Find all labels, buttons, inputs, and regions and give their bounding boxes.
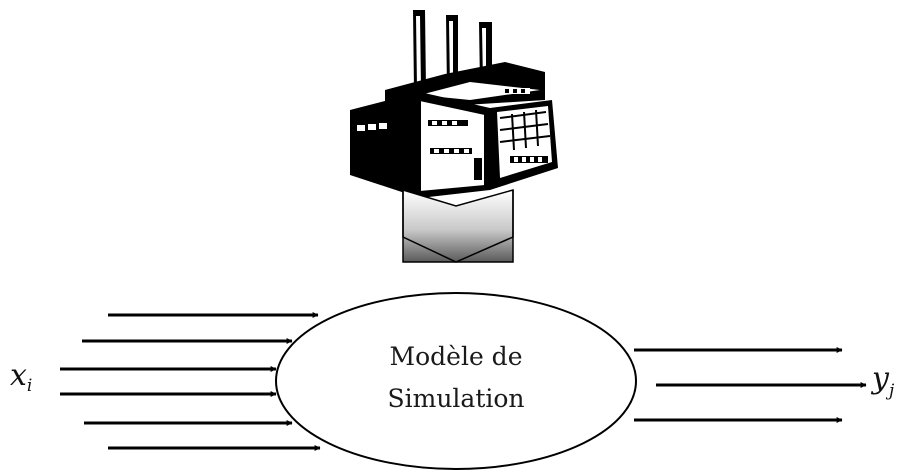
output-variable-base: y <box>870 361 890 396</box>
model-label-line1: Modèle de <box>390 342 523 371</box>
model-label-line2: Simulation <box>387 384 524 413</box>
down-chevron-arrow-icon <box>402 188 514 263</box>
simulation-model-ellipse <box>275 292 637 470</box>
input-variable-label: xi <box>10 358 32 396</box>
input-arrows <box>60 312 321 451</box>
output-variable-label: yj <box>870 361 895 401</box>
factory-icon <box>350 10 558 198</box>
output-arrows <box>634 347 867 423</box>
input-variable-subscript: i <box>27 376 32 396</box>
output-variable-subscript: j <box>885 381 895 401</box>
input-variable-base: x <box>10 358 27 393</box>
